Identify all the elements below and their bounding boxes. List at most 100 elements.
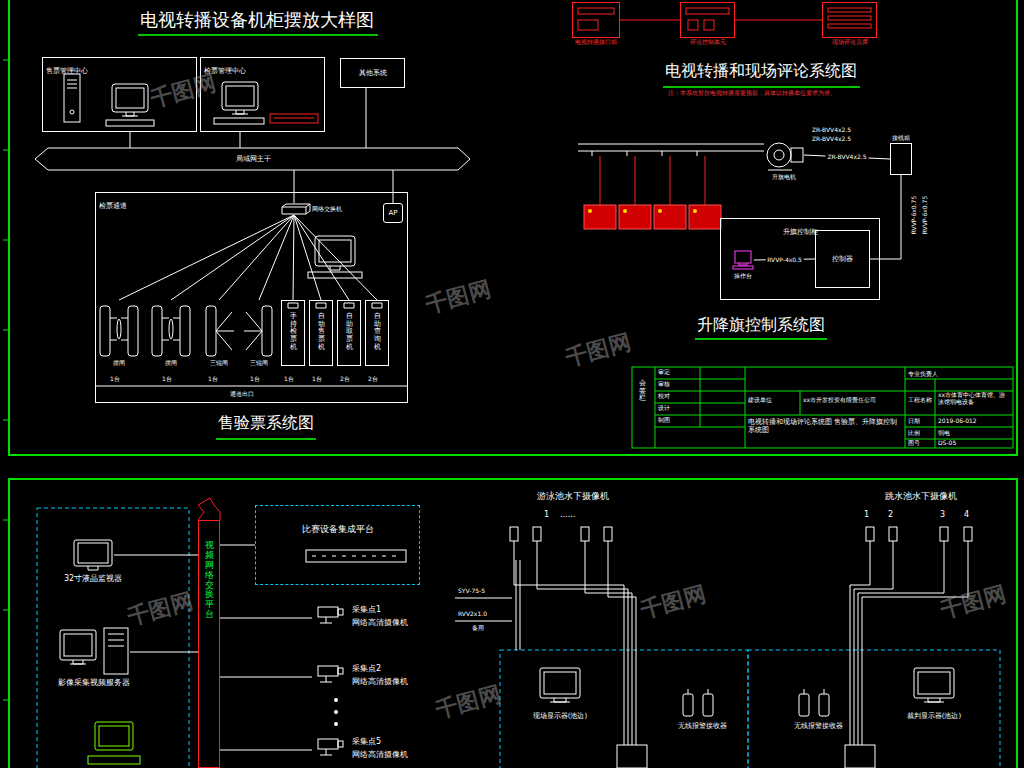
connector-line <box>293 215 294 300</box>
ellipsis-dot <box>334 710 338 714</box>
node-text: 现场评论员席 <box>832 39 868 46</box>
flag-motor: 升旗电机 <box>764 140 804 172</box>
area-label: 通道出口 <box>230 391 254 398</box>
node-text: 现场显示器(池边) <box>533 712 587 720</box>
camera-icon <box>318 739 338 749</box>
camera-icon <box>320 749 332 755</box>
title-block-cell: 日期 <box>908 418 920 425</box>
section-heading: 售验票系统图 <box>218 414 314 432</box>
computer-icon <box>88 722 140 764</box>
gate-icon <box>288 303 382 308</box>
camera-icon <box>338 668 343 674</box>
node-text: 网络交换机 <box>312 206 342 213</box>
band-top <box>198 498 220 520</box>
receiver-icon <box>683 689 829 716</box>
ticket-area-box: 检票通道网络交换机AP摆闸摆闸三辊闸三辊闸手持检票机自动售票机自助取票机自助查询… <box>95 192 408 403</box>
callout-number: ...... <box>560 510 575 519</box>
monitor-icon <box>104 628 128 674</box>
underwater-camera <box>581 527 589 541</box>
title-block-cell: 审定 <box>658 369 670 376</box>
watermark: 千图网 <box>638 581 708 623</box>
motor-icon <box>767 143 803 170</box>
node-text: 检票通道 <box>99 202 127 210</box>
receiver-icon <box>703 694 713 716</box>
watermark: 千图网 <box>563 329 633 371</box>
broadcast-panel-detail <box>578 8 614 14</box>
note-text: 注：本系统暂按电视转播需要预留，具体以转播单位要求为准。 <box>668 90 836 97</box>
computer-icon <box>214 118 264 124</box>
group-heading: 游泳池水下摄像机 <box>537 491 609 501</box>
ellipsis-dot <box>334 722 338 726</box>
connector-line <box>119 215 294 300</box>
title-block-cell: 建设单位 <box>748 397 772 404</box>
title-block-cell: 工程名称 <box>908 397 932 404</box>
pc-icon <box>733 251 753 269</box>
gate-icon <box>100 303 382 356</box>
hd-camera: 采集点1网络高清摄像机 <box>312 603 424 633</box>
quantity-label: 1台 <box>312 376 322 383</box>
quantity-label: 1台 <box>110 376 120 383</box>
node-text: 摆闸 <box>165 360 177 367</box>
motor-icon <box>774 150 784 160</box>
title-block-cell: 设计 <box>658 405 670 412</box>
computer-icon <box>67 80 77 88</box>
alarm-receiver: 无线报警接收器 <box>796 690 840 720</box>
gate-icon <box>244 312 262 350</box>
quantity-label: 1台 <box>162 376 172 383</box>
flag-rope <box>600 156 705 205</box>
monitor-icon <box>914 668 954 698</box>
ticket-terminal: 手持检票机 <box>281 300 305 366</box>
connector-line <box>870 175 901 259</box>
dashed-region <box>748 650 1000 768</box>
cable-label: ZR-BVV4x2.5 <box>812 127 851 134</box>
monitor-icon <box>315 236 355 266</box>
node-text: 售票管理中心 <box>46 67 88 75</box>
hd-camera: 采集点5网络高清摄像机 <box>312 735 424 765</box>
connector-line <box>294 215 321 300</box>
ticket-terminal: 自动售票机 <box>309 300 333 366</box>
receiver-icon <box>688 689 708 694</box>
camera-icon <box>338 609 343 615</box>
system-box: 其他系统 <box>340 58 405 88</box>
computer-icon <box>64 74 80 122</box>
dashed-region <box>37 508 189 768</box>
node-text: 网络高清摄像机 <box>352 618 408 627</box>
node-text: 视频网络交换平台 <box>205 541 214 620</box>
node-text: 网络高清摄像机 <box>352 750 408 759</box>
pc-icon <box>739 263 747 265</box>
monitor-icon <box>918 672 950 694</box>
leader-line <box>455 598 512 621</box>
network-backbone: 局域网主干 <box>48 148 458 170</box>
node-text: 升旗电机 <box>772 174 796 181</box>
camera-cable <box>514 541 968 768</box>
monitor-icon <box>88 566 98 570</box>
patch-panel <box>306 550 406 562</box>
node-text: 操作台 <box>734 273 752 280</box>
connector-line <box>220 750 312 751</box>
node-text: 接线箱 <box>892 135 910 142</box>
node-text: 三辊闸 <box>210 360 228 367</box>
connector-line <box>735 20 822 21</box>
connector-line <box>220 677 312 678</box>
title-block-cell: 会签栏 <box>639 380 646 403</box>
title-block-cell: xx市体育中心体育馆、游泳馆弱电设备 <box>938 392 1010 406</box>
title-block-grid <box>632 367 1013 448</box>
broadcast-panel-detail <box>828 24 871 28</box>
flag-rail <box>578 144 764 156</box>
receiver-icon <box>804 689 824 694</box>
title-underline <box>138 35 860 439</box>
flag-star <box>623 209 627 213</box>
cable-label: SYV-75-5 <box>458 588 485 595</box>
gate-device: 三辊闸 <box>243 300 275 358</box>
group-heading: 跳水池水下摄像机 <box>885 491 957 501</box>
watermark: 千图网 <box>148 70 218 112</box>
monitor-icon <box>544 672 576 694</box>
connector-line <box>114 555 198 556</box>
flag-rail <box>578 144 764 156</box>
quantity-label: 2台 <box>368 376 378 383</box>
node-text: AP <box>388 209 397 217</box>
monitor-icon <box>308 272 362 278</box>
